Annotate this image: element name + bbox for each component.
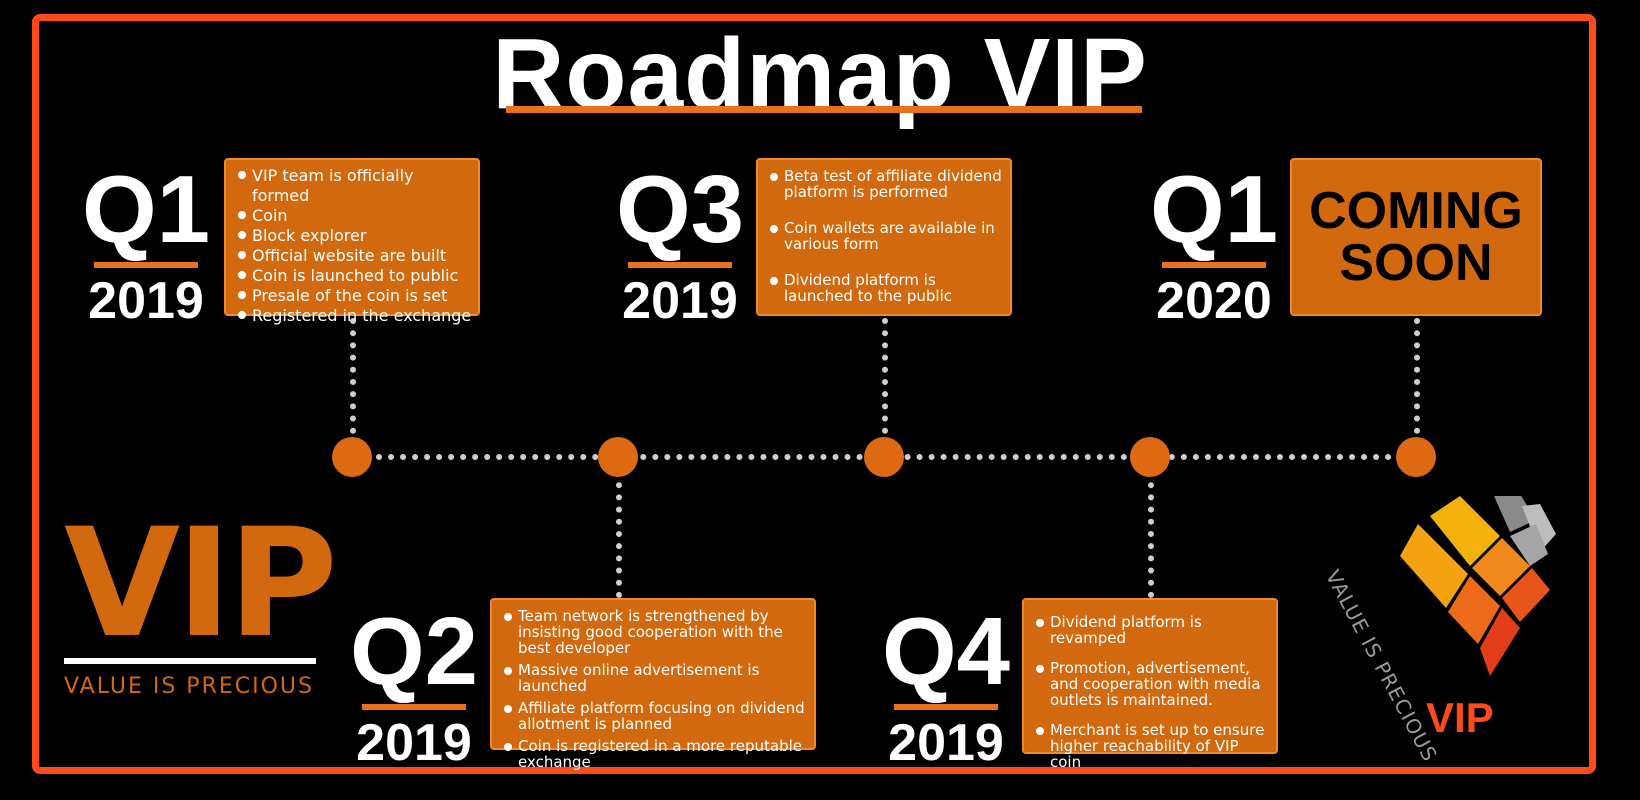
logo-wordmark: VIP <box>64 497 338 671</box>
list-item: Coin <box>232 206 472 226</box>
milestone-q2-2019-label: Q2 2019 <box>344 598 484 772</box>
list-item: Presale of the coin is set <box>232 286 472 306</box>
quarter-label: Q1 <box>1149 156 1279 263</box>
year-label: 2019 <box>88 272 204 330</box>
quarter-label: Q2 <box>349 598 479 705</box>
connector-q3-2019 <box>882 318 888 446</box>
vip-logo-left: VIP VALUE IS PRECIOUS <box>64 497 338 699</box>
milestone-q3-2019-label: Q3 2019 <box>612 156 748 330</box>
milestone-q2-2019-box: Team network is strengthened by insistin… <box>490 598 816 770</box>
list-item: Coin is launched to public <box>232 266 472 286</box>
quarter-label: Q3 <box>615 156 745 263</box>
list-item: Affiliate platform focusing on dividend … <box>498 700 810 732</box>
quarter-underline <box>628 262 732 268</box>
list-item: Coin wallets are available in various fo… <box>764 220 1004 252</box>
heart-logo-icon <box>1400 494 1556 676</box>
list-item: Registered in the exchange <box>232 306 472 326</box>
year-label: 2019 <box>622 272 738 330</box>
year-label: 2019 <box>888 714 1004 772</box>
list-item: Dividend platform is launched to the pub… <box>764 272 1004 304</box>
connector-q4-2019 <box>1148 470 1154 598</box>
coming-soon-box: COMING SOON <box>1290 158 1542 316</box>
timeline-node <box>1130 437 1170 477</box>
milestone-q4-2019-box: Dividend platform is revamped Promotion,… <box>1022 598 1278 770</box>
quarter-underline <box>1162 262 1266 268</box>
vip-logo-right: VALUE IS PRECIOUS VIP <box>1321 494 1560 766</box>
list-item: Dividend platform is revamped <box>1030 614 1272 646</box>
milestone-q1-2019-label: Q1 2019 <box>80 156 212 330</box>
milestone-q1-2020-label: Q1 2020 <box>1148 156 1280 330</box>
list-item: Coin is registered in a more reputable e… <box>498 738 810 770</box>
quarter-label: Q4 <box>881 598 1011 705</box>
quarter-label: Q1 <box>81 156 211 263</box>
quarter-underline <box>94 262 198 268</box>
logo-wordmark: VIP <box>1426 694 1494 741</box>
list-item: Official website are built <box>232 246 472 266</box>
list-item: Block explorer <box>232 226 472 246</box>
list-item: Beta test of affiliate dividend platform… <box>764 168 1004 200</box>
year-label: 2020 <box>1156 272 1272 330</box>
year-label: 2019 <box>356 714 472 772</box>
list-item: Massive online advertisement is launched <box>498 662 810 694</box>
page-title: Roadmap VIP <box>492 18 1148 130</box>
list-item: Team network is strengthened by insistin… <box>498 608 810 656</box>
connector-q2-2019 <box>616 470 622 598</box>
logo-tagline: VALUE IS PRECIOUS <box>64 674 314 699</box>
timeline-node <box>864 437 904 477</box>
list-item: Promotion, advertisement, and cooperatio… <box>1030 660 1272 708</box>
milestone-q1-2019-box: VIP team is officially formed Coin Block… <box>224 158 480 325</box>
timeline-node <box>598 437 638 477</box>
milestone-q4-2019-label: Q4 2019 <box>876 598 1016 772</box>
timeline-node <box>332 437 372 477</box>
timeline-node <box>1396 437 1436 477</box>
milestone-q3-2019-box: Beta test of affiliate dividend platform… <box>756 158 1012 316</box>
border-frame <box>32 14 1596 774</box>
connector-q1-2019 <box>350 318 356 446</box>
title-underline <box>506 106 1142 113</box>
quarter-underline <box>362 704 466 710</box>
connector-q1-2020 <box>1414 318 1420 446</box>
list-item: Merchant is set up to ensure higher reac… <box>1030 722 1272 770</box>
list-item: VIP team is officially formed <box>232 166 472 206</box>
quarter-underline <box>894 704 998 710</box>
logo-rule <box>64 658 316 664</box>
